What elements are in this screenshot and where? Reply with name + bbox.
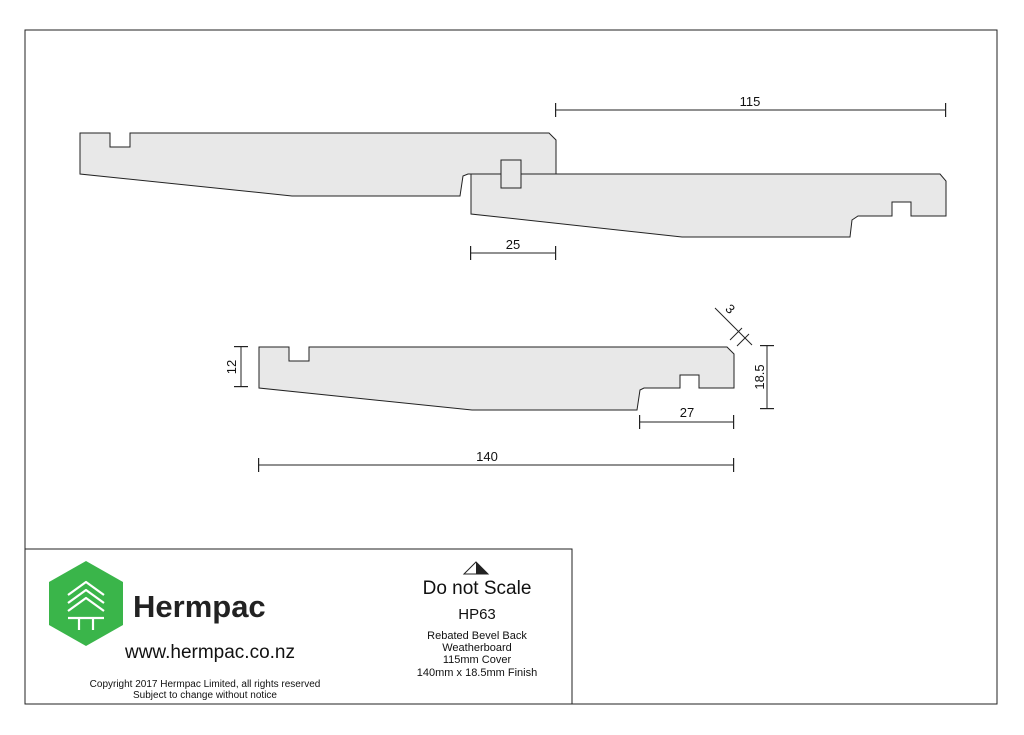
description-line-1: Rebated Bevel Back bbox=[427, 630, 527, 642]
dimension-overlap: 25 bbox=[470, 237, 557, 260]
dimension-cover: 115 bbox=[555, 94, 947, 117]
website-link[interactable]: www.hermpac.co.nz bbox=[124, 642, 295, 663]
dimension-chamfer-label: 3 bbox=[722, 301, 738, 317]
dimension-thickness-label: 18.5 bbox=[752, 364, 767, 389]
assembly-view bbox=[79, 132, 947, 238]
board-lower-right bbox=[470, 173, 947, 238]
description-line-2: Weatherboard bbox=[442, 642, 512, 654]
logo-hexagon-icon bbox=[49, 561, 123, 646]
dimension-cover-label: 115 bbox=[740, 94, 761, 109]
hermpac-logo bbox=[49, 561, 123, 646]
board-profile bbox=[258, 346, 735, 411]
dimension-thickness: 18.5 bbox=[752, 345, 774, 410]
copyright-text: Copyright 2017 Hermpac Limited, all righ… bbox=[90, 679, 321, 690]
dimension-width-label: 140 bbox=[476, 449, 498, 464]
projection-triangle-icon bbox=[462, 561, 490, 575]
scale-note: Do not Scale bbox=[423, 578, 532, 599]
title-block: Hermpac www.hermpac.co.nz Copyright 2017… bbox=[24, 548, 573, 705]
dimension-width: 140 bbox=[258, 449, 735, 472]
notice-text: Subject to change without notice bbox=[133, 690, 277, 701]
dimension-groove: 12 bbox=[224, 346, 248, 388]
description-line-4: 140mm x 18.5mm Finish bbox=[417, 667, 537, 679]
description-line-3: 115mm Cover bbox=[443, 654, 512, 666]
dimension-chamfer: 3 bbox=[714, 301, 753, 347]
dimension-groove-label: 12 bbox=[224, 360, 239, 374]
board-upper-left bbox=[79, 132, 557, 197]
dimension-overlap-label: 25 bbox=[506, 237, 520, 252]
dimension-rebate-label: 27 bbox=[680, 405, 694, 420]
tongue-block bbox=[500, 159, 522, 189]
dimension-rebate: 27 bbox=[639, 405, 735, 429]
brand-name: Hermpac bbox=[133, 589, 266, 624]
product-code: HP63 bbox=[458, 606, 496, 623]
